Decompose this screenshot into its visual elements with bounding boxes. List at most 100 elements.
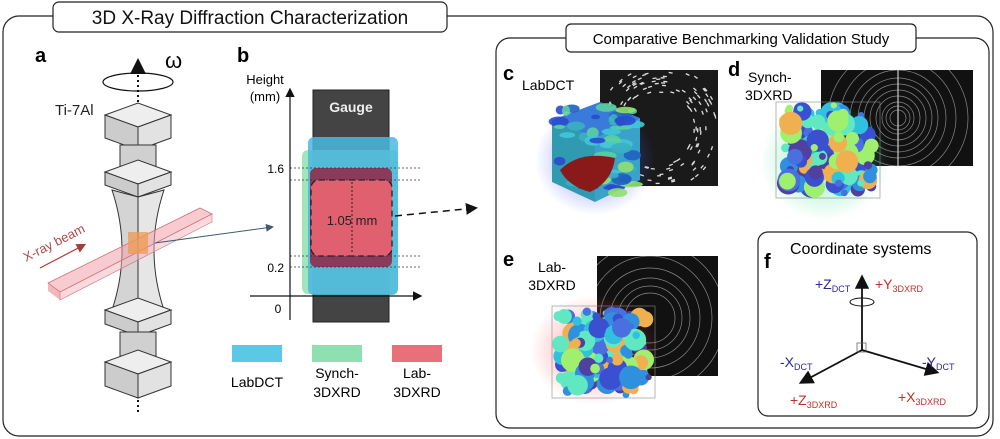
diffraction-spot: [680, 162, 685, 167]
grain: [553, 124, 565, 129]
panel-e: e Lab- 3DXRD: [503, 249, 718, 405]
legend-label: LabDCT: [231, 374, 284, 390]
zoom-arrow: [154, 223, 274, 244]
diffraction-spot: [626, 84, 631, 89]
diffraction-spot: [705, 93, 709, 98]
right-axis: [861, 349, 940, 376]
figure-title: 3D X-Ray Diffraction Characterization: [92, 8, 408, 29]
grain-sphere: [849, 116, 869, 135]
diffraction-spot: [672, 160, 678, 164]
beam-direction-arrow: [39, 243, 87, 269]
panel-d-title: Synch-: [748, 69, 792, 85]
rotation-arrow-icon: [102, 72, 174, 92]
diffraction-spot: [670, 178, 676, 182]
diffraction-spot: [632, 75, 637, 79]
diffraction-spot: [690, 177, 695, 181]
diffraction-spot: [709, 95, 714, 101]
diffraction-spot: [696, 143, 700, 148]
grain: [562, 105, 571, 117]
diffraction-spot: [647, 85, 653, 89]
diffraction-spot: [675, 89, 680, 93]
legend-label: Lab-: [403, 365, 431, 381]
study-title: Comparative Benchmarking Validation Stud…: [593, 31, 890, 48]
origin-cube-icon: [856, 342, 867, 353]
diffraction-spot: [689, 146, 693, 151]
legend: LabDCT Synch- 3DXRD Lab- 3DXRD: [231, 345, 442, 400]
diffraction-spot: [618, 78, 623, 83]
diffraction-spot: [702, 87, 707, 92]
grain-sphere: [845, 131, 859, 146]
bounding-box: [551, 305, 656, 399]
grain-sphere: [781, 143, 790, 153]
grain-sphere: [570, 328, 580, 338]
rotation-icon: [849, 297, 875, 307]
diffraction-spot: [627, 73, 632, 77]
diffraction-spot: [667, 177, 673, 180]
lab-3dxrd-grain-spheres: [551, 305, 656, 399]
diffraction-spot: [618, 80, 623, 85]
grain-sphere: [779, 111, 803, 135]
legend-label: 3DXRD: [393, 384, 440, 400]
grain-sphere: [785, 104, 794, 113]
grain: [586, 127, 599, 139]
synch-grain-spheres: [775, 101, 881, 199]
grain: [567, 121, 586, 131]
axis-label-z-dct: +ZDCT: [815, 276, 851, 294]
grain-sphere: [808, 165, 823, 180]
axis-label-y-3dxrd: +Y3DXRD: [875, 276, 924, 294]
diffraction-spot: [698, 101, 702, 106]
specimen: [103, 102, 173, 399]
diffraction-spot: [642, 87, 648, 91]
grain: [589, 137, 606, 144]
diffraction-spot: [676, 158, 681, 162]
panel-d-title: 3DXRD: [745, 87, 792, 103]
grain-sphere: [810, 114, 826, 130]
diffraction-spot: [623, 102, 627, 107]
diffraction-spot: [688, 97, 693, 101]
diffraction-spot: [652, 77, 657, 80]
axis-label-x-dct: -XDCT: [780, 354, 813, 372]
omega-symbol: ω: [165, 48, 182, 73]
y-axis-label: Height: [246, 72, 284, 87]
axis-label-z-3dxrd: +Z3DXRD: [790, 392, 838, 410]
diffraction-spot: [632, 83, 637, 87]
grain-sphere: [623, 349, 633, 359]
panel-label-c: c: [503, 63, 514, 85]
panel-label-d: d: [728, 59, 740, 81]
grain-sphere: [593, 353, 604, 364]
diffraction-spot: [686, 105, 691, 110]
panel-label-f: f: [764, 251, 771, 273]
diffraction-spot: [706, 102, 710, 107]
diffraction-spot: [691, 160, 696, 165]
grain-sphere: [632, 331, 640, 340]
diffraction-spot: [609, 86, 614, 91]
grain-sphere: [833, 131, 844, 143]
diffraction-spot: [693, 75, 698, 79]
diffraction-spot: [692, 87, 697, 92]
diffraction-spot: [685, 73, 690, 76]
panel-b: b Height (mm) Gauge 1.05 mm 1.6 0.2 0 La…: [231, 45, 478, 400]
diffraction-spot: [702, 166, 707, 171]
diffraction-spot: [694, 173, 699, 178]
diffraction-ring: [597, 256, 713, 376]
diffraction-spot: [631, 81, 636, 86]
diffraction-spot: [692, 96, 697, 101]
grain-sphere: [835, 179, 843, 187]
grain-sphere: [835, 150, 859, 173]
diffraction-spot: [703, 87, 708, 92]
diffraction-spot: [633, 85, 638, 89]
dimension-label: 1.05 mm: [327, 213, 378, 228]
beam-label: X-ray beam: [21, 221, 88, 265]
grain-sphere: [619, 365, 643, 390]
grain: [591, 114, 601, 120]
tick-label: 1.6: [267, 162, 284, 176]
grain: [601, 128, 622, 135]
grain-sphere: [778, 172, 796, 190]
legend-swatch-labdct: [232, 345, 282, 362]
diffraction-spot: [647, 91, 652, 95]
diffraction-spot: [685, 100, 690, 105]
grain: [619, 174, 631, 184]
diffraction-spot: [692, 118, 696, 123]
diffraction-spot: [671, 180, 676, 183]
grain-sphere: [827, 110, 849, 132]
